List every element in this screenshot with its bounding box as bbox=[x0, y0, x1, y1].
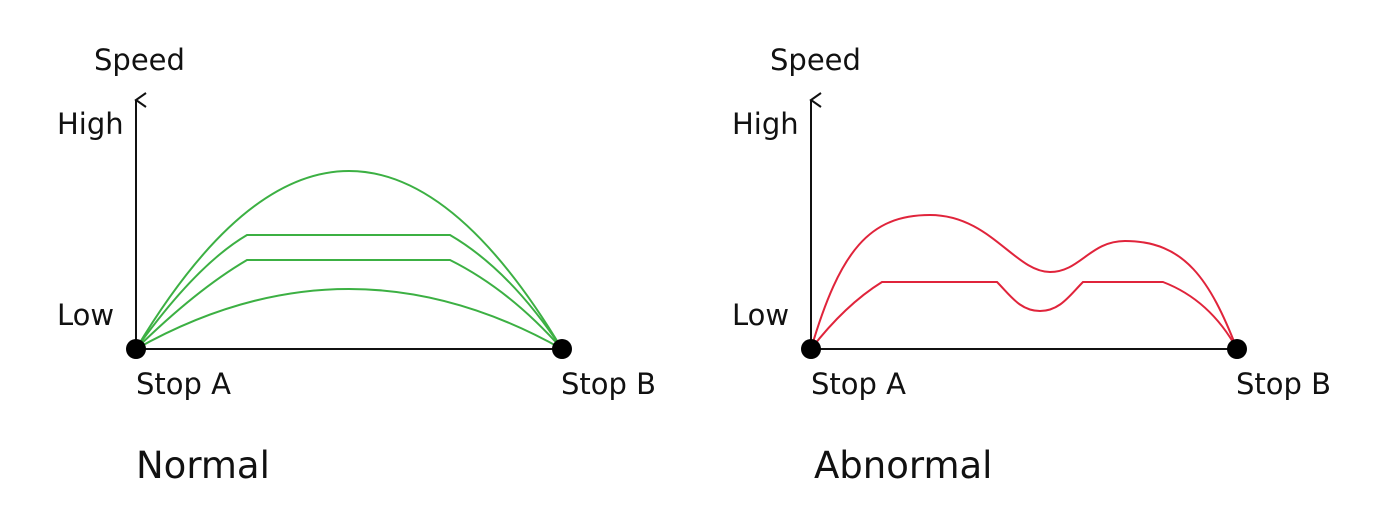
normal-low-label: Low bbox=[57, 298, 114, 332]
normal-curve-plateau-lower bbox=[135, 259, 563, 350]
abnormal-speed-curves bbox=[810, 213, 1238, 350]
abnormal-panel: Speed High Low Stop A Stop B Abnormal bbox=[732, 43, 1331, 487]
stop-a-marker bbox=[801, 339, 821, 359]
normal-speed-curves bbox=[135, 170, 563, 350]
stop-a-marker bbox=[126, 339, 146, 359]
normal-speed-axis-label: Speed bbox=[94, 43, 185, 77]
normal-panel: Speed High Low Stop A Stop B Normal bbox=[57, 43, 656, 487]
abnormal-speed-axis-label: Speed bbox=[770, 43, 861, 77]
stop-b-marker bbox=[552, 339, 572, 359]
abnormal-curve-dip bbox=[810, 281, 1238, 350]
normal-curve-high-arc bbox=[135, 170, 563, 350]
abnormal-high-label: High bbox=[732, 107, 799, 141]
abnormal-stop-b-label: Stop B bbox=[1236, 367, 1331, 401]
normal-stop-a-label: Stop A bbox=[136, 367, 231, 401]
normal-stop-b-label: Stop B bbox=[561, 367, 656, 401]
normal-curve-low-arc bbox=[135, 288, 563, 350]
abnormal-caption: Abnormal bbox=[814, 444, 992, 487]
abnormal-low-label: Low bbox=[732, 298, 789, 332]
abnormal-curve-wavy bbox=[810, 213, 1238, 350]
normal-curve-plateau-upper bbox=[135, 234, 563, 350]
stop-b-marker bbox=[1227, 339, 1247, 359]
normal-caption: Normal bbox=[136, 444, 270, 487]
abnormal-stop-a-label: Stop A bbox=[811, 367, 906, 401]
normal-high-label: High bbox=[57, 107, 124, 141]
